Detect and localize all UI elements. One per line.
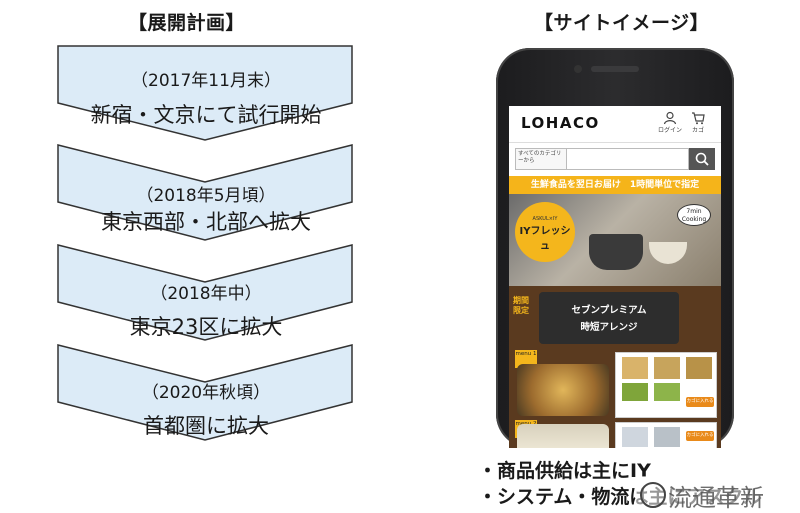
cooking-bubble: 7min Cooking bbox=[677, 204, 711, 226]
site-image-heading: 【サイトイメージ】 bbox=[534, 12, 710, 34]
add-to-cart-button[interactable]: カゴに入れる bbox=[686, 431, 714, 441]
feature-title-1: セブンプレミアム bbox=[571, 305, 647, 316]
step-2-period: （2018年5月頃） bbox=[136, 186, 276, 206]
lohaco-logo[interactable]: LOHACO bbox=[521, 114, 600, 132]
hero-small-label: ASKUL×IY bbox=[532, 216, 558, 222]
promo-banner[interactable]: 生鮮食品を翌日お届け 1時間単位で指定 bbox=[509, 176, 721, 194]
watermark-text: 流通革新 bbox=[668, 484, 764, 512]
bowl-image bbox=[649, 242, 687, 264]
watermark-logo-icon bbox=[640, 482, 666, 508]
speaker-grille bbox=[591, 66, 639, 72]
iy-fresh-badge: ASKUL×IY IYフレッシュ bbox=[515, 202, 575, 262]
user-icon bbox=[663, 111, 677, 125]
step-2-text: 東京西部・北部へ拡大 bbox=[101, 210, 311, 234]
menu-1-products: カゴに入れる bbox=[615, 352, 717, 418]
login-button[interactable]: ログイン bbox=[657, 111, 683, 134]
search-bar: すべてのカテゴリーから bbox=[515, 148, 715, 170]
cart-icon bbox=[692, 112, 705, 125]
limited-badge: 期間限定 bbox=[513, 296, 529, 315]
pot-image bbox=[589, 234, 643, 270]
product-image bbox=[686, 357, 712, 379]
camera-icon bbox=[574, 65, 582, 73]
cart-button[interactable]: カゴ bbox=[685, 111, 711, 134]
flow-step-1-shape bbox=[57, 45, 353, 141]
search-input[interactable] bbox=[567, 148, 689, 170]
step-4-period: （2020年秋頃） bbox=[141, 383, 271, 403]
add-to-cart-button[interactable]: カゴに入れる bbox=[686, 397, 714, 407]
seven-premium-feature[interactable]: 期間限定 セブンプレミアム 時短アレンジ menu 1 カゴに入れる menu … bbox=[509, 286, 721, 448]
step-4-text: 首都圏に拡大 bbox=[143, 414, 269, 438]
search-button[interactable] bbox=[689, 148, 715, 170]
product-image bbox=[622, 357, 648, 379]
product-image bbox=[622, 383, 648, 401]
menu-1-dish-image[interactable] bbox=[517, 364, 609, 416]
menu-2-products: カゴに入れる bbox=[615, 422, 717, 448]
hero-title: IYフレッシュ bbox=[519, 226, 571, 252]
iy-fresh-banner[interactable]: ASKUL×IY IYフレッシュ 7min Cooking bbox=[509, 194, 721, 286]
note-product-supply: ・商品供給は主にIY bbox=[478, 460, 651, 482]
product-image bbox=[654, 383, 680, 401]
smartphone-mockup: LOHACO ログイン カゴ すべてのカテゴリーから 生鮮食品を翌日お届け 1時… bbox=[496, 48, 734, 448]
app-header: LOHACO ログイン カゴ bbox=[509, 106, 721, 143]
search-icon bbox=[695, 152, 709, 166]
menu-1-tag: menu 1 bbox=[515, 350, 537, 368]
category-select[interactable]: すべてのカテゴリーから bbox=[515, 148, 567, 170]
menu-2-dish-image[interactable] bbox=[517, 424, 609, 448]
step-3-text: 東京23区に拡大 bbox=[129, 315, 283, 339]
feature-title-card: セブンプレミアム 時短アレンジ bbox=[539, 292, 679, 344]
rollout-flow bbox=[57, 45, 353, 441]
plan-heading: 【展開計画】 bbox=[128, 12, 246, 34]
feature-title-2: 時短アレンジ bbox=[580, 322, 638, 333]
flow-step-4-shape bbox=[57, 344, 353, 441]
step-3-period: （2018年中） bbox=[150, 284, 262, 304]
step-1-period: （2017年11月末） bbox=[131, 71, 281, 91]
phone-screen: LOHACO ログイン カゴ すべてのカテゴリーから 生鮮食品を翌日お届け 1時… bbox=[509, 106, 721, 448]
flow-step-3-shape bbox=[57, 244, 353, 341]
login-label: ログイン bbox=[657, 127, 682, 134]
flow-step-2-shape bbox=[57, 144, 353, 241]
product-image bbox=[654, 427, 680, 447]
step-1-text: 新宿・文京にて試行開始 bbox=[90, 103, 322, 127]
product-image bbox=[654, 357, 680, 379]
product-image bbox=[622, 427, 648, 447]
cart-label: カゴ bbox=[691, 127, 704, 134]
